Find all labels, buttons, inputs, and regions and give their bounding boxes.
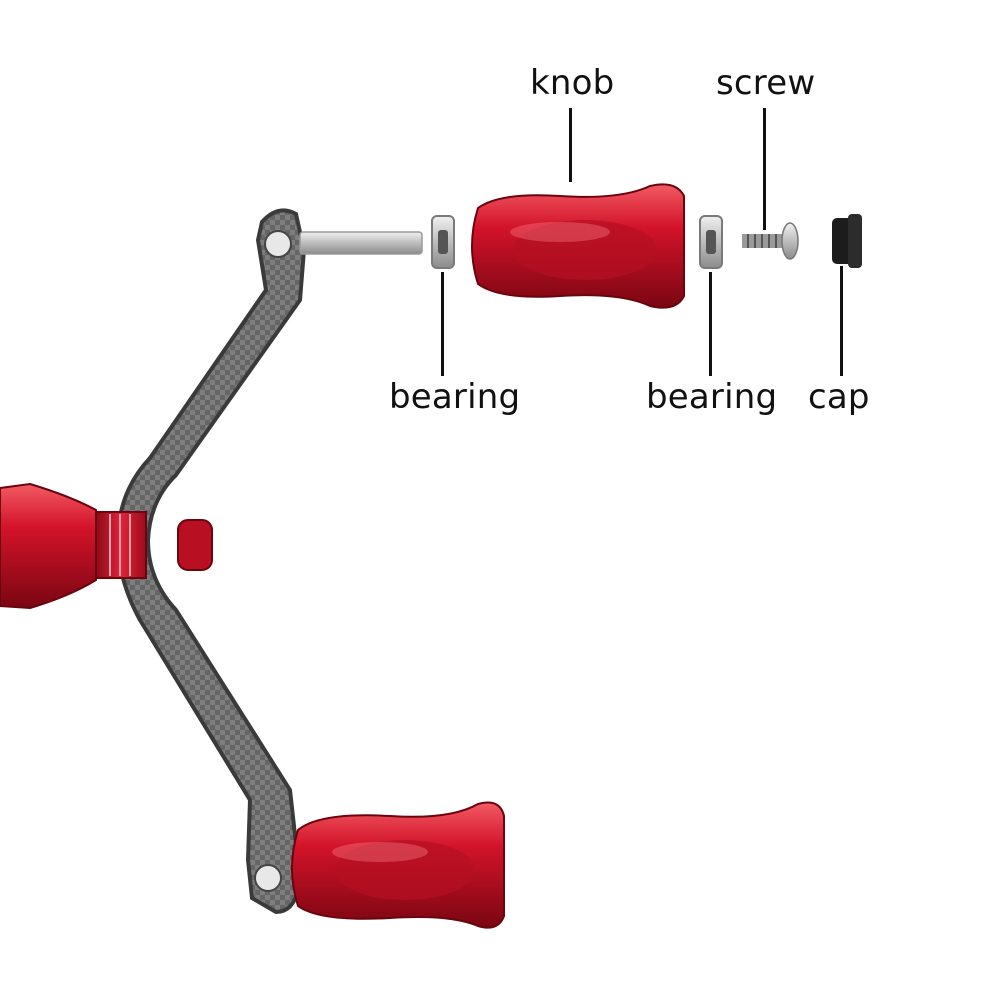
arm-top-hole xyxy=(264,230,292,258)
lower-knob-part xyxy=(291,801,505,929)
leader-screw xyxy=(763,108,766,230)
cap-part xyxy=(832,214,862,268)
bearing-right-part xyxy=(699,215,723,269)
reel-adapter-part xyxy=(0,482,213,610)
label-bearing-left: bearing xyxy=(389,377,521,417)
leader-bearing-right xyxy=(709,272,712,376)
shaft xyxy=(299,231,423,255)
bearing-left-part xyxy=(431,215,455,269)
leader-knob xyxy=(569,108,572,182)
upper-knob-part xyxy=(471,183,685,309)
screw-part xyxy=(742,222,799,260)
label-screw: screw xyxy=(716,63,816,103)
leader-bearing-left xyxy=(441,272,444,376)
arm-bottom-hole xyxy=(254,864,282,892)
label-cap: cap xyxy=(808,377,870,417)
label-knob: knob xyxy=(530,63,615,103)
leader-cap xyxy=(840,266,843,376)
label-bearing-right: bearing xyxy=(646,377,778,417)
